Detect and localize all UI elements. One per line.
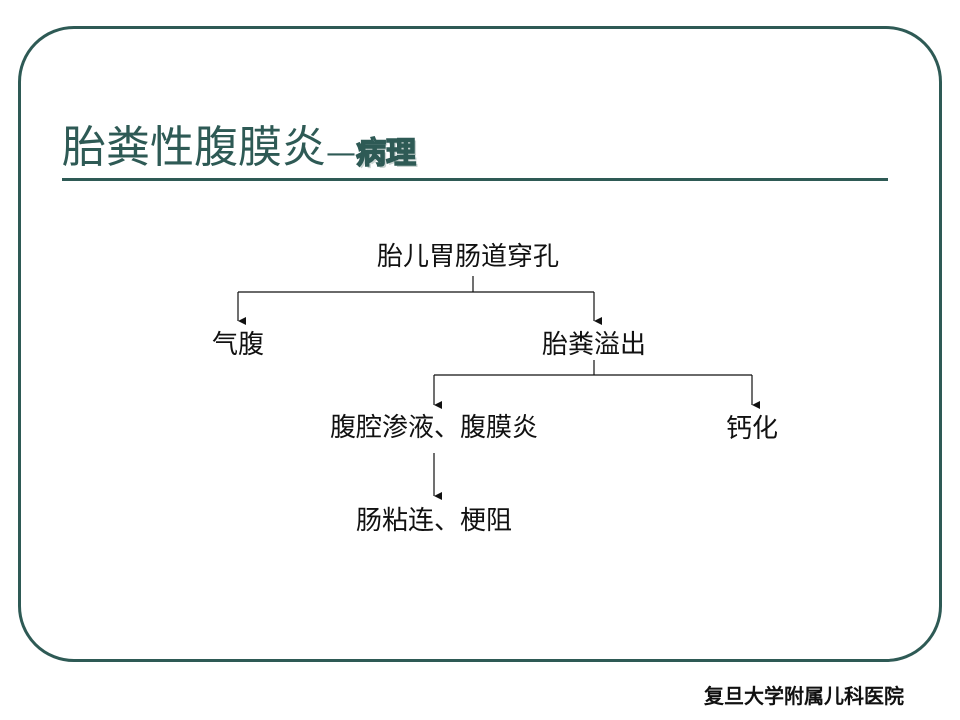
title-dash: — (326, 136, 356, 171)
node-ascites-peritonitis: 腹腔渗液、腹膜炎 (329, 413, 539, 443)
node-root: 胎儿胃肠道穿孔 (376, 242, 560, 272)
node-calcification: 钙化 (725, 414, 779, 444)
node-pneumoperitoneum: 气腹 (211, 330, 265, 360)
title-subtitle: 病理 (355, 135, 416, 171)
footer-institution: 复旦大学附属儿科医院 (704, 684, 904, 708)
slide-title: 胎粪性腹膜炎 — 病理 (62, 116, 417, 176)
node-adhesion-obstruction: 肠粘连、梗阻 (355, 506, 513, 536)
node-meconium-spill: 胎粪溢出 (541, 330, 647, 360)
title-main: 胎粪性腹膜炎 (62, 122, 326, 173)
title-underline (62, 178, 888, 181)
slide-frame (18, 26, 942, 662)
